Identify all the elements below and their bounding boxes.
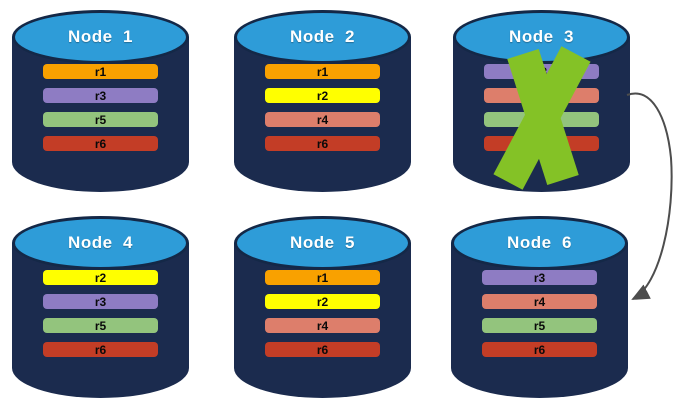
replica-row: r6 — [43, 136, 158, 151]
failover-arrow-icon — [626, 92, 673, 300]
replica-row: r4 — [265, 318, 380, 333]
node-4: Node 4 r2 r3 r5 r6 — [12, 216, 189, 398]
replica-row: r3 — [482, 270, 597, 285]
cylinder-top: Node 3 — [453, 10, 630, 64]
replica-row: r4 — [265, 112, 380, 127]
replica-rows: r3 r4 r5 r6 — [453, 64, 630, 151]
replica-row: r3 — [43, 294, 158, 309]
replica-row: r6 — [482, 342, 597, 357]
replica-row: r6 — [43, 342, 158, 357]
node-title: Node 5 — [290, 233, 355, 252]
replica-rows: r3 r4 r5 r6 — [451, 270, 628, 357]
replica-rows: r2 r3 r5 r6 — [12, 270, 189, 357]
cylinder-top: Node 5 — [234, 216, 411, 270]
node-3: Node 3 r3 r4 r5 r6 — [453, 10, 630, 192]
replica-row: r5 — [43, 112, 158, 127]
cylinder-top: Node 1 — [12, 10, 189, 64]
replica-row: r5 — [43, 318, 158, 333]
node-title: Node 2 — [290, 27, 355, 46]
replica-rows: r1 r2 r4 r6 — [234, 64, 411, 151]
node-title: Node 6 — [507, 233, 572, 252]
replica-row: r1 — [43, 64, 158, 79]
replica-row: r3 — [43, 88, 158, 103]
cylinder-top: Node 4 — [12, 216, 189, 270]
replica-rows: r1 r2 r4 r6 — [234, 270, 411, 357]
replica-rows: r1 r3 r5 r6 — [12, 64, 189, 151]
replica-row: r6 — [484, 136, 599, 151]
node-5: Node 5 r1 r2 r4 r6 — [234, 216, 411, 398]
replica-row: r2 — [265, 88, 380, 103]
node-title: Node 1 — [68, 27, 133, 46]
node-2: Node 2 r1 r2 r4 r6 — [234, 10, 411, 192]
replica-row: r4 — [482, 294, 597, 309]
cylinder-top: Node 6 — [451, 216, 628, 270]
replica-row: r1 — [265, 270, 380, 285]
replica-row: r3 — [484, 64, 599, 79]
cylinder-top: Node 2 — [234, 10, 411, 64]
replica-row: r6 — [265, 136, 380, 151]
replica-row: r4 — [484, 88, 599, 103]
replica-row: r2 — [265, 294, 380, 309]
replica-row: r5 — [482, 318, 597, 333]
replica-row: r6 — [265, 342, 380, 357]
replica-row: r1 — [265, 64, 380, 79]
node-title: Node 4 — [68, 233, 133, 252]
node-1: Node 1 r1 r3 r5 r6 — [12, 10, 189, 192]
node-title: Node 3 — [509, 27, 574, 46]
replica-row: r5 — [484, 112, 599, 127]
node-6: Node 6 r3 r4 r5 r6 — [451, 216, 628, 398]
replica-row: r2 — [43, 270, 158, 285]
